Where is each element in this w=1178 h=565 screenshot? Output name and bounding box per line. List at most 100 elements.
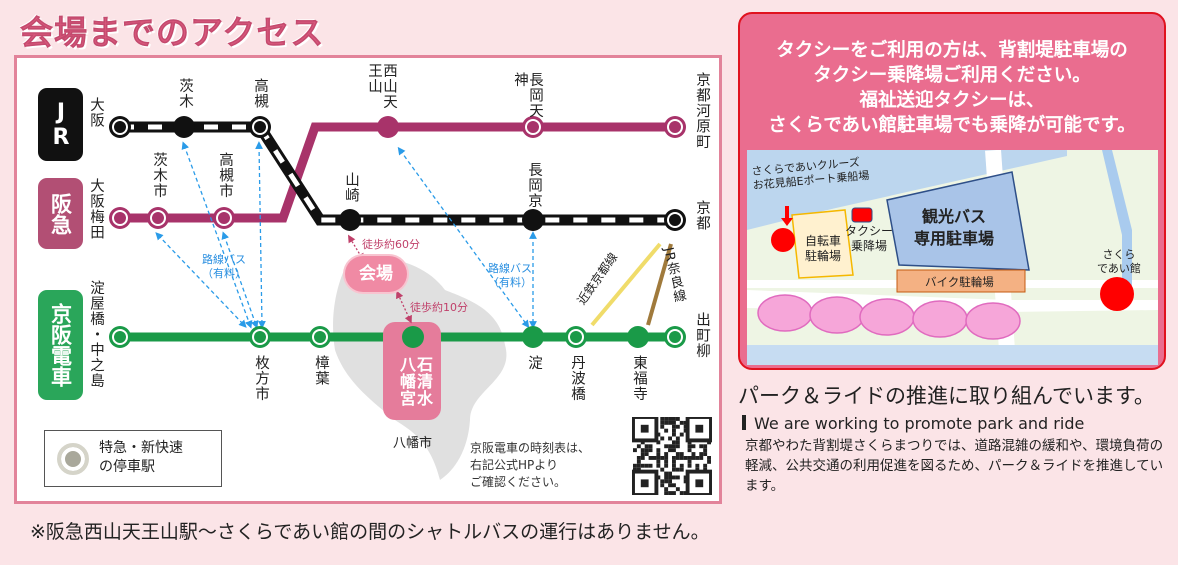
station-marker xyxy=(377,116,399,138)
station-center xyxy=(114,331,126,343)
bus-paid-text: （有料） xyxy=(488,276,532,289)
qr-finder-center xyxy=(695,424,704,433)
qr-module xyxy=(640,463,645,468)
qr-module xyxy=(679,432,684,437)
station-center xyxy=(114,212,126,224)
station-marker xyxy=(402,326,424,348)
station-jr-0[interactable] xyxy=(109,116,131,138)
qr-module xyxy=(672,467,676,472)
qr-module xyxy=(636,444,641,449)
bus-label-text: 路線バス xyxy=(488,262,532,275)
station-keihan-4[interactable] xyxy=(522,326,544,348)
station-label: 淀 xyxy=(526,355,542,371)
timetable-note-line: ご確認ください。 xyxy=(470,475,567,489)
bicycle-parking-area xyxy=(791,209,854,279)
keihan-line-label: 京阪電車 xyxy=(48,303,73,387)
qr-module xyxy=(668,479,672,484)
qr-module xyxy=(707,459,711,464)
station-jr-3[interactable] xyxy=(339,209,361,231)
station-jr-2[interactable] xyxy=(249,116,271,138)
qr-module xyxy=(683,420,688,425)
station-keihan-5[interactable] xyxy=(565,326,587,348)
qr-module xyxy=(687,463,692,468)
station-keihan-1[interactable] xyxy=(249,326,271,348)
station-jr-4[interactable] xyxy=(522,209,544,231)
qr-module xyxy=(668,436,672,441)
station-jr-5[interactable] xyxy=(664,209,686,231)
parking-area-map: さくらであいクルーズお花見船Eポート乗船場 自転車駐輪場 タクシー乗降場 観光バ… xyxy=(747,150,1158,365)
station-hankyu-5[interactable] xyxy=(664,116,686,138)
qr-module xyxy=(648,456,653,460)
station-marker xyxy=(522,326,544,348)
station-keihan-6[interactable] xyxy=(627,326,649,348)
station-label: 大阪梅田 xyxy=(88,178,104,240)
qr-module xyxy=(687,448,692,453)
qr-module xyxy=(699,456,704,460)
express-stop-icon xyxy=(57,443,89,475)
qr-module xyxy=(656,456,661,460)
station-hankyu-3[interactable] xyxy=(377,116,399,138)
station-hankyu-0[interactable] xyxy=(109,207,131,229)
station-center xyxy=(152,212,164,224)
station-label: 西山天王山 xyxy=(366,63,397,110)
qr-finder-center xyxy=(640,479,649,488)
qr-module xyxy=(691,456,696,460)
station-center xyxy=(527,121,539,133)
station-marker xyxy=(173,116,195,138)
qr-module xyxy=(707,456,711,460)
qr-module xyxy=(703,463,708,468)
park-ride-heading: パーク＆ライドの推進に取り組んでいます。 xyxy=(738,384,1155,408)
qr-module xyxy=(695,456,700,460)
bicycle-label-line: 自転車 xyxy=(805,234,842,248)
boat-landing-marker xyxy=(771,228,795,252)
station-label: 山崎 xyxy=(343,172,359,203)
qr-module xyxy=(672,448,676,453)
walk-10-label: 徒歩約10分 xyxy=(410,301,468,314)
qr-module xyxy=(675,440,680,445)
qr-module xyxy=(672,417,676,421)
station-hankyu-2[interactable] xyxy=(213,207,235,229)
sakura-deaikan-label: さくらであい館 xyxy=(1097,248,1141,276)
qr-module xyxy=(668,417,672,421)
qr-module xyxy=(644,463,649,468)
station-label: 京都河原町 xyxy=(694,72,710,150)
station-keihan-2[interactable] xyxy=(309,326,331,348)
qr-module xyxy=(687,444,692,449)
qr-module xyxy=(668,444,672,449)
legend-line-1: 特急・新快速 xyxy=(99,440,183,456)
qr-module xyxy=(656,475,661,480)
station-label: 東福寺 xyxy=(631,355,647,402)
qr-module xyxy=(664,479,669,484)
station-marker xyxy=(339,209,361,231)
station-hankyu-1[interactable] xyxy=(147,207,169,229)
station-jr-1[interactable] xyxy=(173,116,195,138)
taxi-label-line: タクシー xyxy=(845,224,894,238)
jr-line-badge: JR xyxy=(38,88,83,161)
qr-module xyxy=(695,463,700,468)
station-hankyu-4[interactable] xyxy=(522,116,544,138)
station-keihan-0[interactable] xyxy=(109,326,131,348)
qr-module xyxy=(656,463,661,468)
station-keihan-3[interactable] xyxy=(402,326,424,348)
qr-module xyxy=(664,487,669,492)
qr-module xyxy=(703,444,708,449)
qr-module xyxy=(636,459,641,464)
station-marker xyxy=(522,209,544,231)
qr-finder-center xyxy=(640,424,649,433)
station-keihan-7[interactable] xyxy=(664,326,686,348)
qr-module xyxy=(691,444,696,449)
qr-module xyxy=(683,456,688,460)
qr-code[interactable] xyxy=(632,417,712,495)
qr-module xyxy=(652,456,657,460)
bus-route-arrow xyxy=(397,146,530,329)
qr-module xyxy=(664,456,669,460)
station-label: 茨木市 xyxy=(151,152,167,199)
bus-parking-label: 観光バス専用駐車場 xyxy=(914,206,994,250)
qr-module xyxy=(679,456,684,460)
kintetsu-line xyxy=(590,242,662,327)
qr-module xyxy=(640,448,645,453)
bus-route-arrow xyxy=(221,231,259,329)
qr-module xyxy=(675,487,680,492)
qr-module xyxy=(656,452,661,456)
qr-module xyxy=(683,491,688,495)
